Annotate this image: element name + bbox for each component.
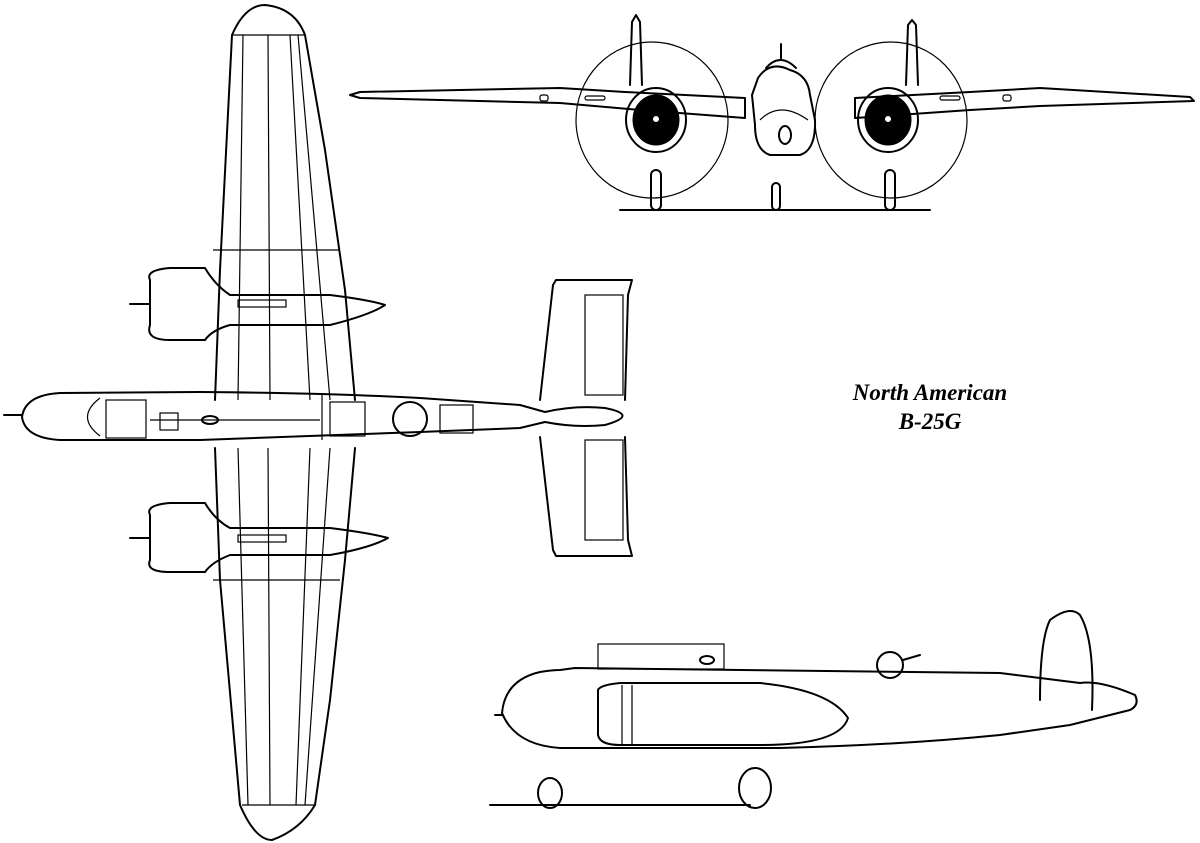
side-view xyxy=(489,610,1138,809)
front-view xyxy=(349,14,1195,211)
manufacturer-label: North American xyxy=(852,380,1008,405)
aircraft-title: North American B-25G xyxy=(800,378,1060,436)
top-view xyxy=(3,4,633,841)
model-label: B-25G xyxy=(898,409,962,434)
